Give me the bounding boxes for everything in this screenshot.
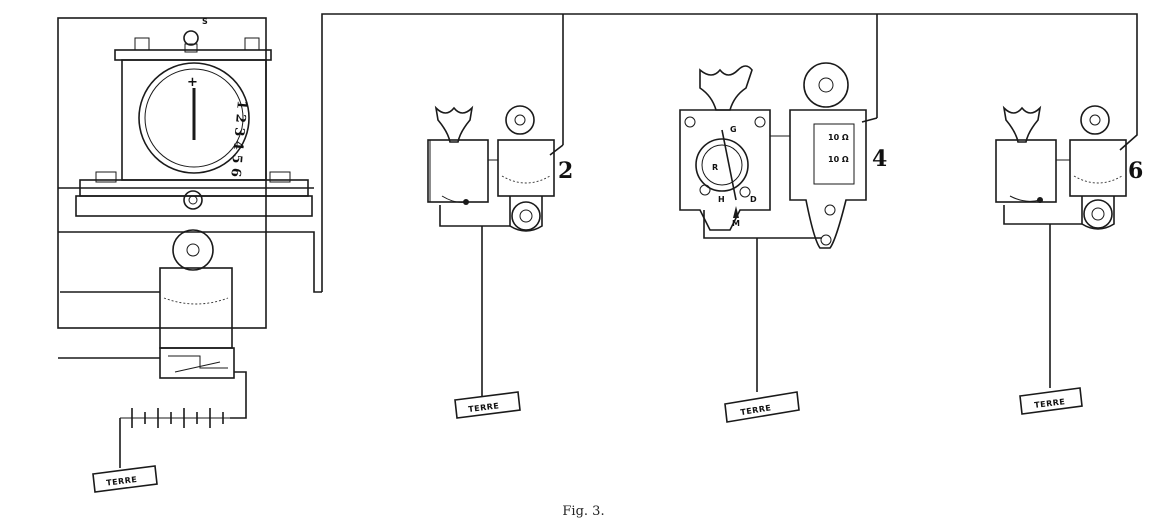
- dial-top-mark: +: [187, 75, 198, 90]
- figure-caption: Fig. 3.: [562, 504, 605, 519]
- ground-label: TERRE: [106, 475, 138, 488]
- contact-label-r: R: [712, 163, 718, 172]
- switchboard-knob-label: S: [202, 17, 208, 26]
- station-4: G R H D M 10 Ω 10 Ω 4: [679, 62, 887, 392]
- coil-label-1: 10 Ω: [828, 133, 849, 142]
- station-2: 2: [427, 105, 573, 396]
- station-number-4: 4: [872, 146, 887, 172]
- station-6: 6: [995, 105, 1143, 388]
- battery: [120, 408, 230, 428]
- station-number-2: 2: [558, 158, 573, 184]
- contact-label-h: H: [718, 195, 725, 204]
- ground-label: TERRE: [468, 401, 500, 414]
- switchboard: S + 1 2 3 4 5 6: [57, 17, 322, 468]
- ground-plate-4: TERRE: [724, 391, 800, 423]
- ground-plate-6: TERRE: [1019, 387, 1083, 415]
- contact-label-d: D: [750, 195, 757, 204]
- ground-label: TERRE: [1034, 397, 1066, 410]
- contact-label-g: G: [730, 125, 737, 134]
- ground-plate-2: TERRE: [454, 391, 521, 419]
- ground-plate-1: TERRE: [92, 465, 158, 493]
- coil-label-2: 10 Ω: [828, 155, 849, 164]
- contact-label-m: M: [732, 219, 740, 228]
- station-number-6: 6: [1128, 158, 1143, 184]
- line-wires: [321, 13, 1138, 292]
- dial-digits: 1 2 3 4 5 6: [227, 100, 249, 178]
